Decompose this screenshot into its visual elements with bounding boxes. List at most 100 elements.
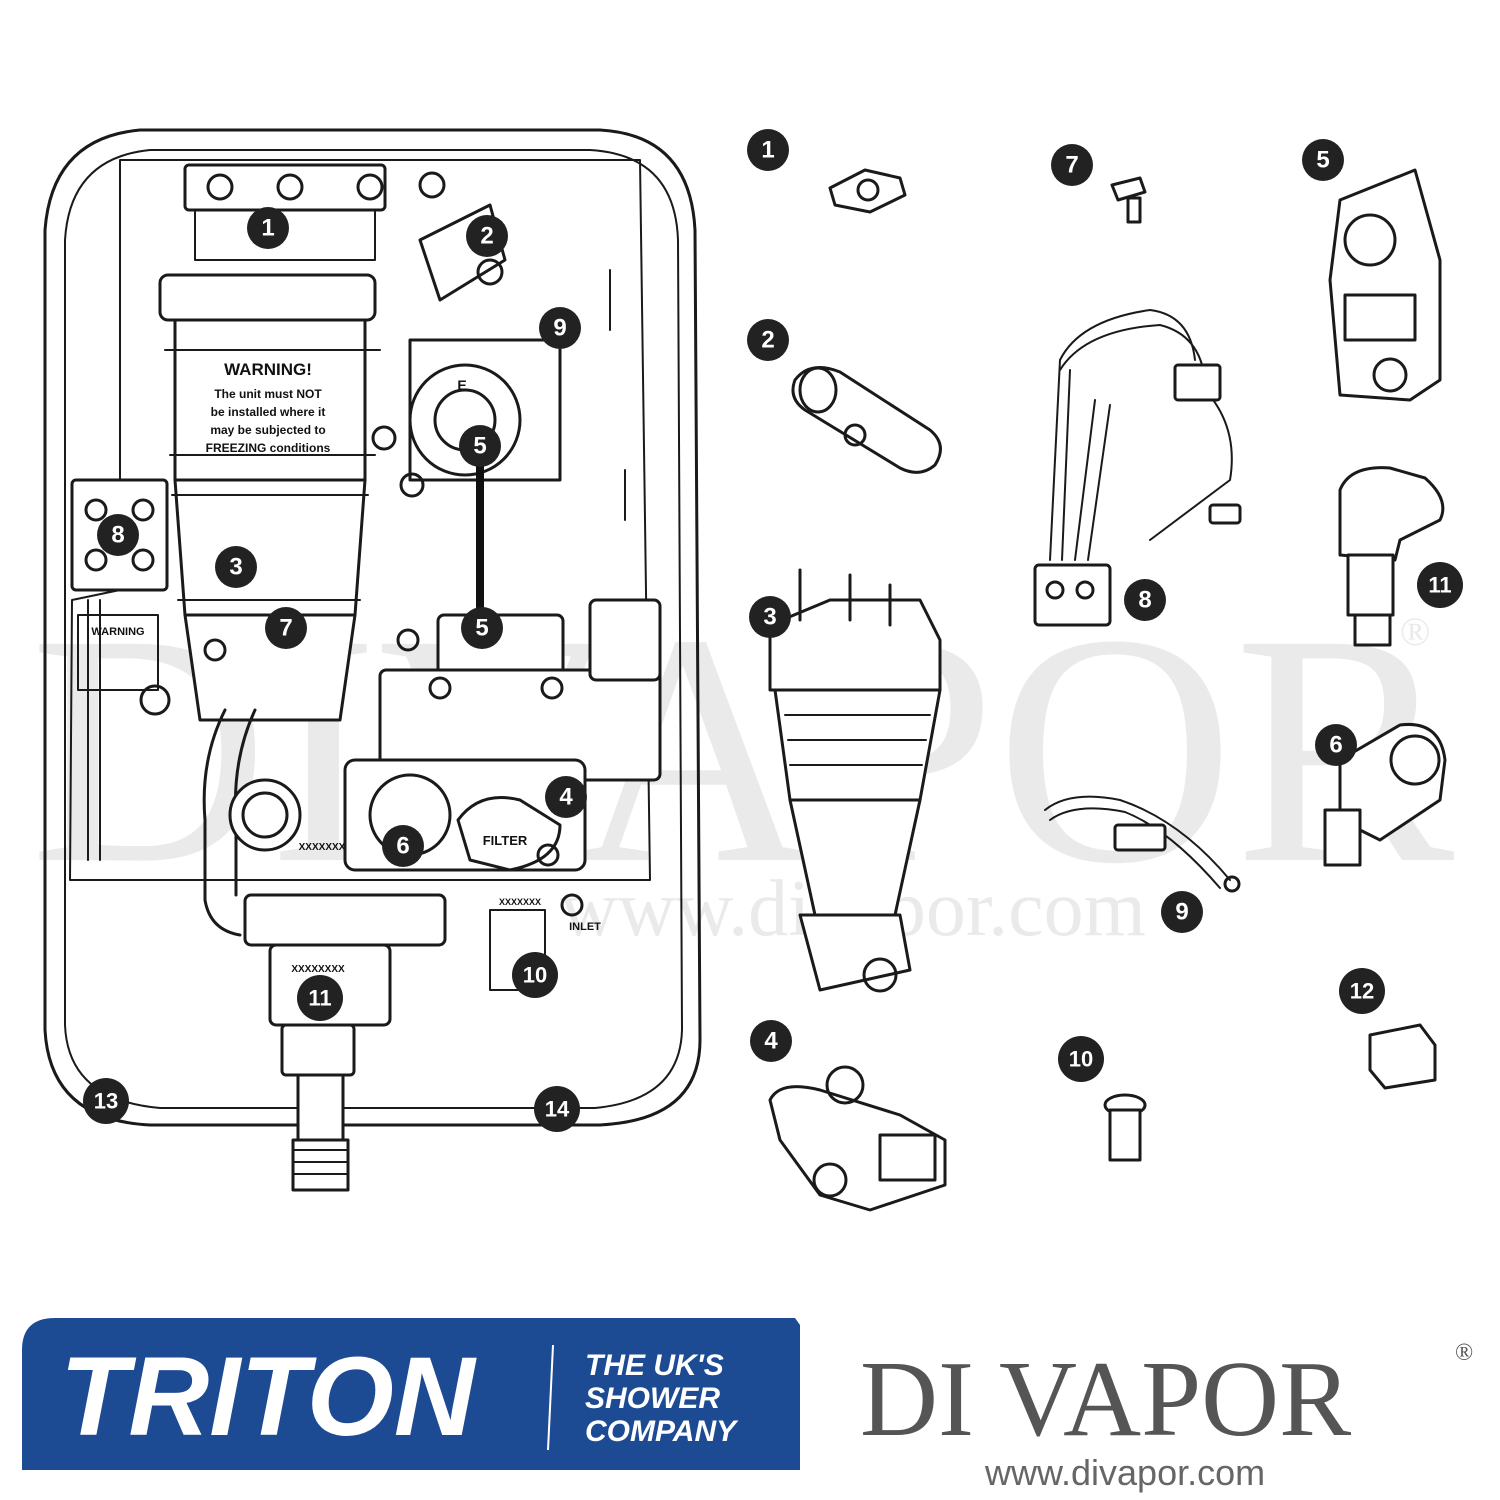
outlet-port [228, 778, 302, 852]
callout-4-unit: 4 [545, 776, 587, 818]
part-1-thermal-cutout [828, 168, 907, 214]
callout-8-unit: 8 [97, 514, 139, 556]
svg-text:1: 1 [261, 215, 274, 242]
part-9-wire-2 [1049, 807, 1221, 889]
outlet-thread [291, 1138, 350, 1192]
part-7-stem [1126, 196, 1142, 224]
part-5-valve-assembly [1328, 168, 1442, 402]
svg-text:5: 5 [1316, 147, 1329, 174]
callout-2-unit: 2 [466, 215, 508, 257]
svg-text:14: 14 [545, 1097, 570, 1122]
part-4-top-port [825, 1065, 865, 1105]
callout-14-unit: 14 [534, 1086, 580, 1132]
code-label-2: XXXXXXX [499, 897, 541, 907]
callout-8-part: 8 [1124, 579, 1166, 621]
code-label-3: XXXXXXXX [291, 964, 345, 975]
svg-text:7: 7 [1065, 152, 1078, 179]
callout-1-unit: 1 [247, 207, 289, 249]
part-4-inlet [812, 1162, 848, 1198]
part-8-wire-6 [1087, 404, 1111, 561]
hose-outer [202, 708, 242, 937]
divapor-registered: ® [1455, 1340, 1473, 1366]
outlet-spigot [296, 1073, 345, 1142]
callout-6-unit: 6 [382, 825, 424, 867]
svg-text:4: 4 [559, 784, 573, 811]
callouts: 1 2 9 5 8 3 7 5 4 6 10 11 13 14 1 7 5 2 … [83, 129, 1463, 1132]
part-8-wire-1 [1059, 309, 1196, 361]
part-8-wire-4 [1061, 369, 1071, 561]
small-warning-text: WARNING [91, 626, 144, 638]
triton-tagline-1: THE UK'S [585, 1349, 724, 1382]
warning-line-1: The unit must NOT [214, 387, 322, 401]
svg-text:6: 6 [1329, 732, 1342, 759]
part-8-small-plug [1208, 503, 1242, 525]
svg-text:6: 6 [396, 833, 409, 860]
valve-screw-2 [540, 676, 564, 700]
callout-3-unit: 3 [215, 546, 257, 588]
part-3-outlet [862, 957, 898, 993]
tb-screw-3 [84, 548, 108, 572]
part-2-flow-switch [791, 366, 942, 474]
small-warning-label [77, 614, 159, 691]
svg-text:13: 13 [94, 1089, 118, 1114]
part-9-ring [1223, 875, 1241, 893]
terminal-housing [194, 209, 376, 261]
part-8-connector [1173, 363, 1222, 402]
side-bracket [588, 598, 662, 682]
part-9-connector [1113, 823, 1167, 852]
tb-screw-1 [84, 498, 108, 522]
triton-tagline-3: COMPANY [585, 1415, 739, 1448]
outlet-port-inner [241, 791, 289, 839]
svg-text:2: 2 [480, 223, 493, 250]
callout-11-part: 11 [1417, 562, 1463, 608]
part-5-body [1343, 293, 1417, 342]
callout-6-part: 6 [1315, 724, 1357, 766]
heater-tank-upper [173, 318, 367, 482]
callout-5-part: 5 [1302, 139, 1344, 181]
part-8-wire-2 [1059, 324, 1206, 381]
unit-outer-cover [43, 128, 702, 1127]
svg-text:5: 5 [473, 433, 486, 460]
triton-logo: TRITON THE UK'S SHOWER COMPANY [22, 1318, 800, 1470]
warning-line-4: FREEZING conditions [206, 441, 331, 455]
triton-wordmark: TRITON [60, 1334, 477, 1459]
part-11-elbow-body [1346, 553, 1395, 617]
callout-5-unit-bottom: 5 [461, 607, 503, 649]
callout-1-part: 1 [747, 129, 789, 171]
svg-text:5: 5 [475, 615, 488, 642]
svg-text:3: 3 [229, 554, 242, 581]
housing-screw-1 [371, 425, 397, 451]
inlet-filter-recess [489, 909, 546, 991]
housing-screw-2 [399, 472, 425, 498]
part-5-dial [1343, 213, 1397, 267]
part-9-wire-1 [1044, 795, 1231, 881]
svg-text:10: 10 [1069, 1047, 1093, 1072]
part-5-port [1372, 357, 1408, 393]
svg-text:10: 10 [523, 963, 547, 988]
callout-12-part: 12 [1339, 968, 1385, 1014]
divapor-brand: DI VAPOR ® www.divapor.com [860, 1340, 1473, 1493]
part-3-heater-body [773, 688, 942, 802]
valve-screw-3 [396, 628, 420, 652]
tb-screw-4 [131, 548, 155, 572]
hose-clip-screw [203, 638, 227, 662]
triton-logo-background [22, 1318, 800, 1470]
warning-line-2: be installed where it [211, 405, 326, 419]
svg-text:9: 9 [553, 315, 566, 342]
triton-divider [547, 1344, 554, 1451]
callout-2-part: 2 [747, 319, 789, 361]
divapor-url: www.divapor.com [984, 1452, 1265, 1493]
svg-text:12: 12 [1350, 979, 1374, 1004]
part-8-tb-hole-1 [1045, 580, 1065, 600]
part-8-terminal-block [1033, 563, 1112, 627]
callout-4-part: 4 [750, 1020, 792, 1062]
divapor-wordmark: DI VAPOR [860, 1340, 1351, 1459]
part-10-body [1108, 1108, 1142, 1162]
svg-text:8: 8 [111, 522, 124, 549]
filter-housing [456, 796, 562, 872]
valve-screw-1 [428, 676, 452, 700]
callout-3-part: 3 [749, 596, 791, 638]
part-2-end-cap [798, 366, 838, 414]
earth-stud [139, 684, 171, 716]
